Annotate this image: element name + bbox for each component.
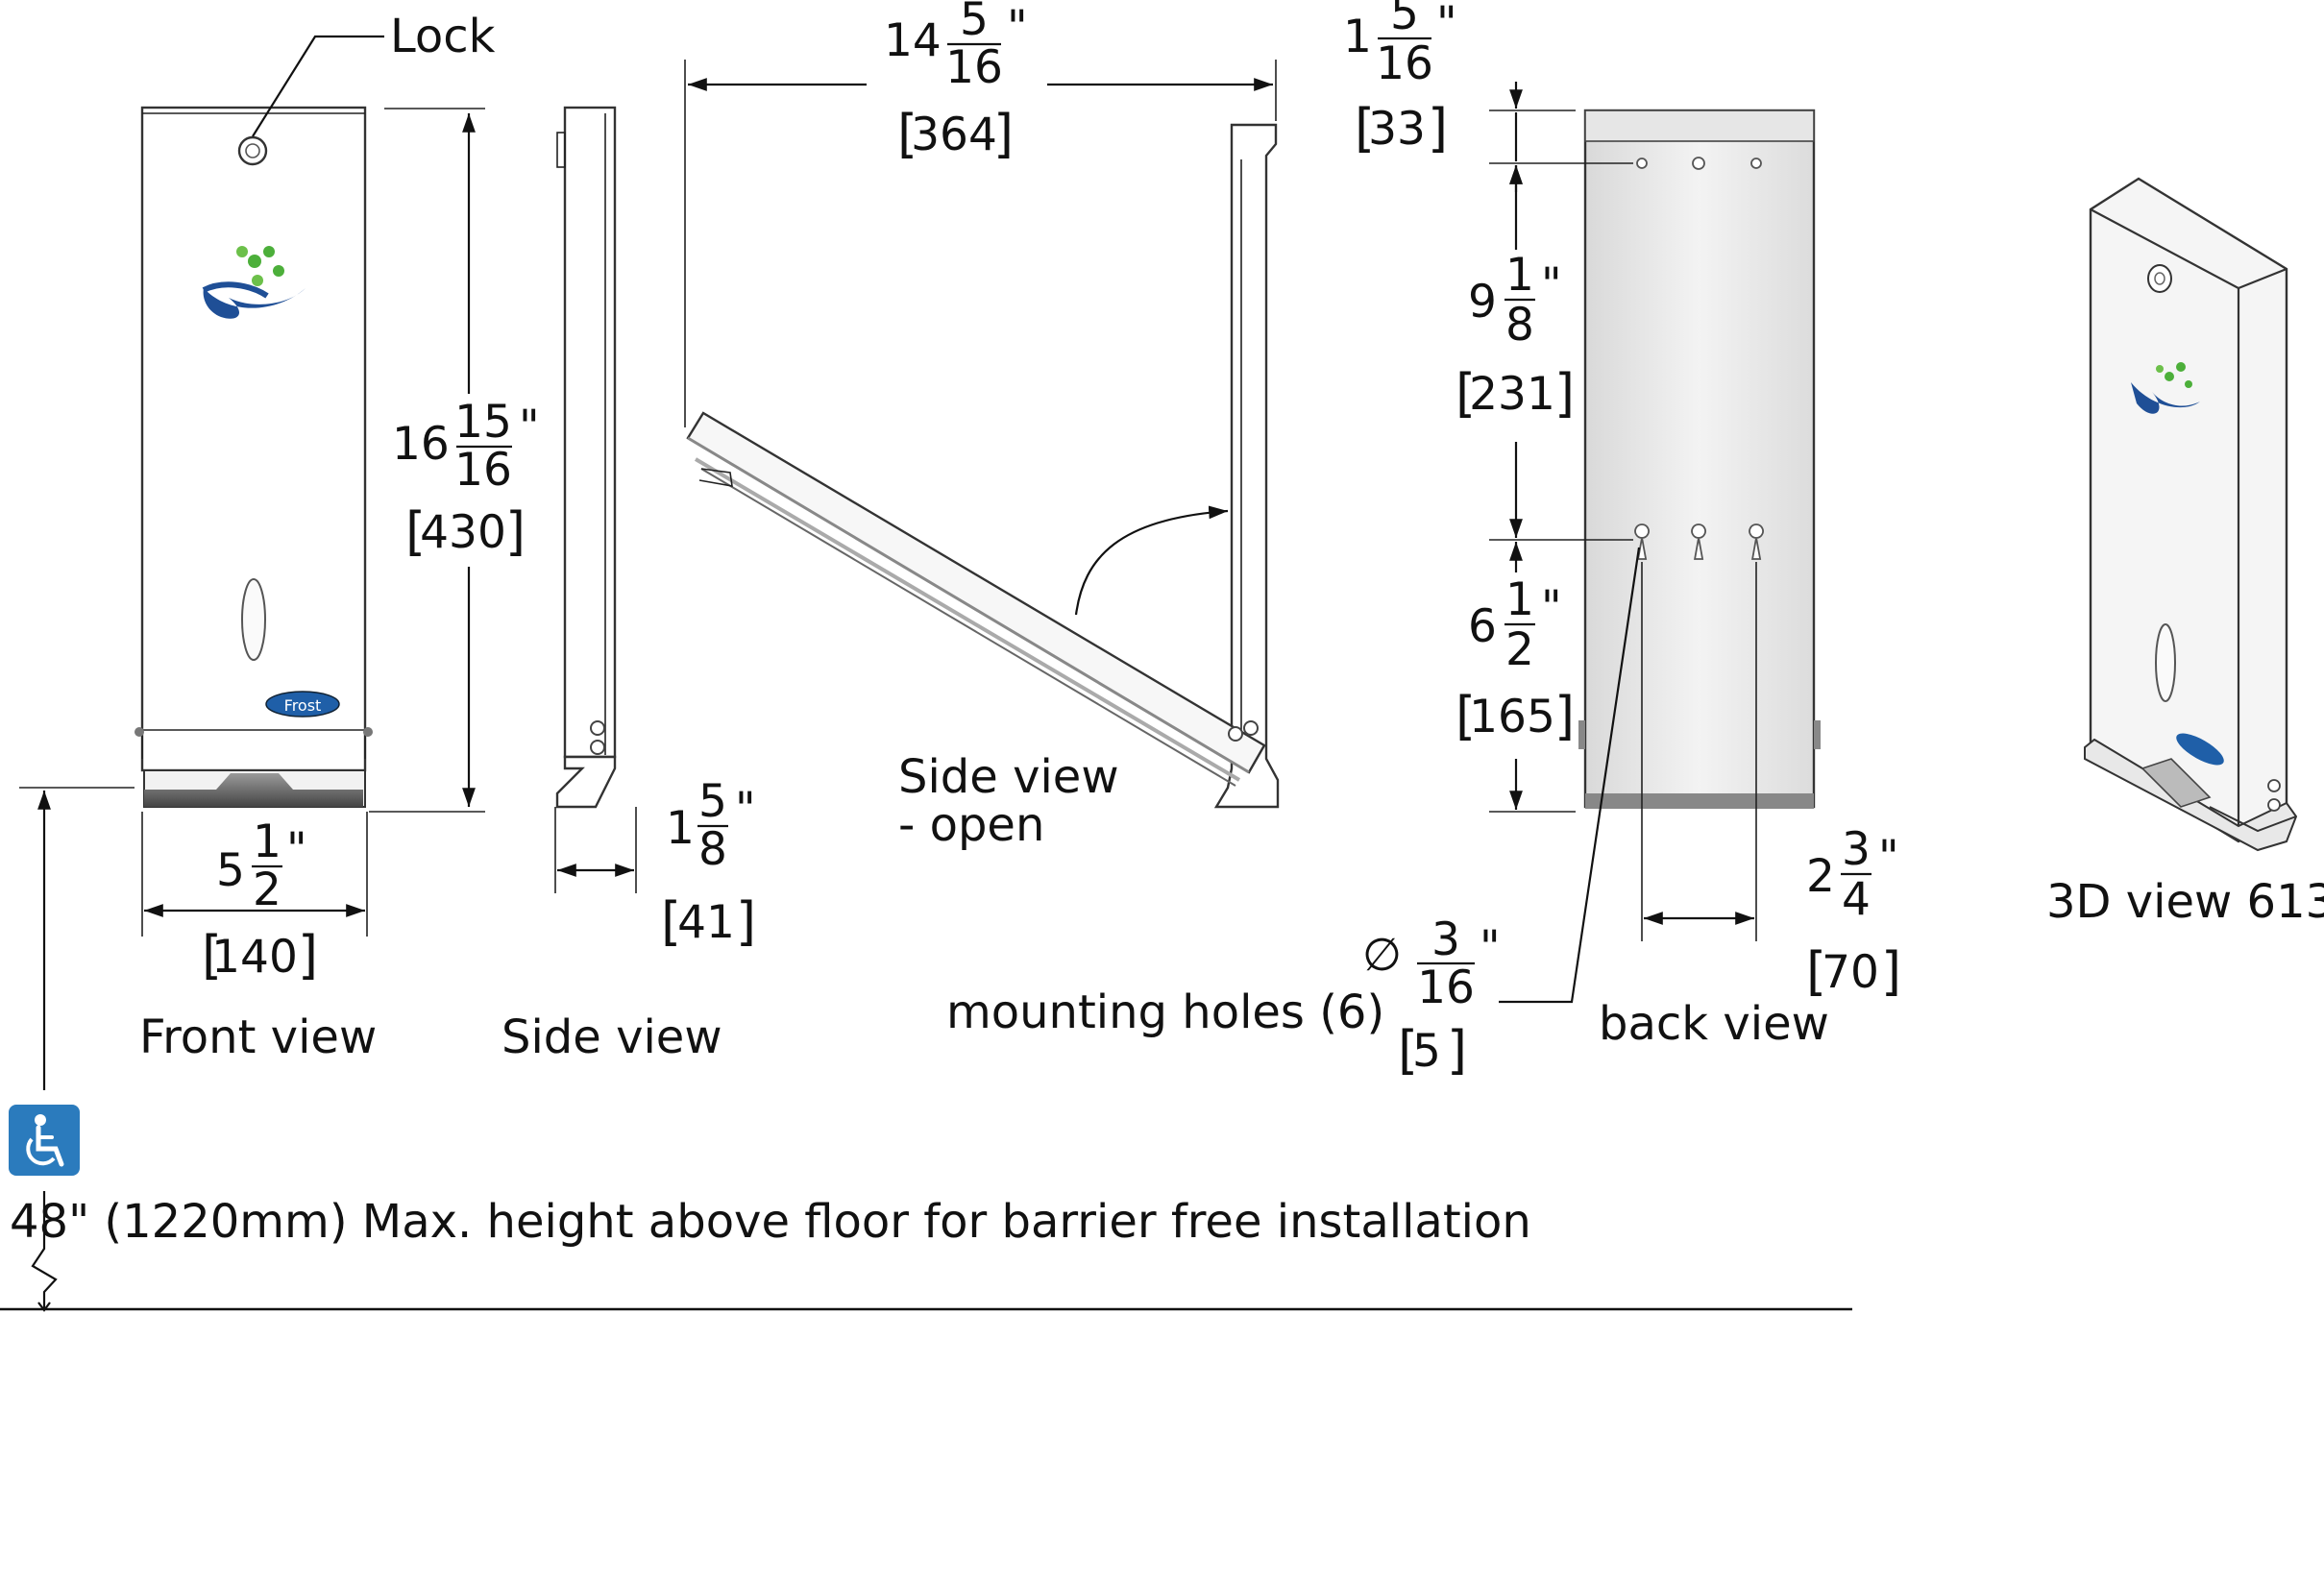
hole-to-bottom-numerator: 1 [1505, 573, 1534, 626]
svg-text:[: [ [202, 925, 222, 986]
svg-text:]: ] [1554, 686, 1575, 746]
svg-text:[: [ [1456, 686, 1476, 746]
height-numerator: 15 [454, 396, 512, 449]
depth-mm: 41 [677, 896, 735, 949]
top-offset-mm: 33 [1368, 103, 1426, 156]
open-reach-whole: 14 [884, 14, 942, 67]
height-mm: 430 [420, 506, 506, 559]
brand-badge [265, 691, 340, 718]
lock-icon [237, 135, 268, 166]
brand-badge-text: Frost [284, 696, 322, 715]
back-vertical-dimensions [1489, 82, 1633, 813]
three-d-logo-icon [2131, 362, 2200, 414]
hole-spacing-upper-denominator: 8 [1505, 299, 1534, 352]
svg-text:]: ] [1881, 941, 1901, 1002]
open-reach-denominator: 16 [945, 41, 1003, 94]
hole-spacing-horizontal-denominator: 4 [1842, 873, 1871, 926]
width-denominator: 2 [253, 864, 281, 916]
mounting-holes-callout: ∅ 3 16 " [ 5 ] mounting holes (6) [946, 547, 1641, 1081]
svg-text:]: ] [1554, 363, 1575, 424]
hole-spacing-horizontal-mm: 70 [1822, 946, 1879, 999]
depth-denominator: 8 [698, 823, 727, 876]
three-d-view [2084, 177, 2298, 852]
svg-text:[: [ [1398, 1020, 1418, 1081]
hole-spacing-horizontal-dimension: 2 3 4 " [ 70 ] [1641, 562, 1901, 1002]
brand-logo-icon [202, 246, 306, 319]
svg-text:[: [ [661, 891, 681, 952]
width-whole: 5 [216, 844, 245, 897]
width-numerator: 1 [253, 815, 281, 868]
front-view-label: Front view [139, 1010, 377, 1064]
hole-to-bottom-whole: 6 [1468, 600, 1497, 653]
depth-unit: " [735, 783, 756, 836]
hole-diameter-denominator: 16 [1417, 961, 1475, 1014]
depth-numerator: 5 [698, 775, 727, 828]
svg-text:[: [ [1355, 98, 1375, 158]
hole-spacing-upper-unit: " [1541, 258, 1562, 311]
hole-spacing-horizontal-whole: 2 [1806, 850, 1835, 903]
width-dimension: 5 1 2 " [ 140 ] [141, 812, 368, 986]
wheelchair-icon [9, 1105, 80, 1176]
open-reach-dimension: 14 5 16 " [ 364 ] [684, 0, 1277, 427]
side-view-label: Side view [501, 1010, 722, 1064]
hole-to-bottom-mm: 165 [1469, 691, 1555, 743]
hole-diameter-mm: 5 [1412, 1025, 1441, 1078]
back-view-label: back view [1599, 997, 1829, 1051]
hole-spacing-upper-dimension: 9 1 8 " [ 231 ] [1456, 249, 1575, 424]
side-view [555, 106, 617, 809]
svg-text:]: ] [298, 925, 318, 986]
hole-diameter-unit: " [1480, 921, 1501, 974]
top-offset-denominator: 16 [1376, 37, 1433, 90]
svg-text:]: ] [1447, 1020, 1467, 1081]
mounting-holes-label: mounting holes (6) [946, 986, 1384, 1039]
height-whole: 16 [392, 418, 450, 471]
height-dimension: 16 15 16 " [ 430 ] [369, 108, 540, 813]
svg-text:[: [ [405, 501, 426, 562]
lock-label: Lock [390, 10, 496, 63]
svg-text:]: ] [505, 501, 526, 562]
barrier-free-dimension: 48" (1220mm) Max. height above floor for… [0, 787, 1852, 1312]
open-reach-mm: 364 [911, 109, 997, 161]
svg-text:[: [ [1456, 363, 1476, 424]
svg-text:[: [ [1806, 941, 1826, 1002]
top-offset-dimension: 1 5 16 " [ 33 ] [1343, 0, 1457, 158]
front-view: Frost [135, 106, 373, 808]
side-view-open-label-1: Side view [898, 750, 1119, 804]
svg-text:[: [ [897, 104, 917, 164]
top-offset-whole: 1 [1343, 11, 1372, 63]
open-reach-numerator: 5 [960, 0, 989, 46]
side-view-open [686, 123, 1280, 809]
svg-text:]: ] [1428, 98, 1448, 158]
hole-to-bottom-dimension: 6 1 2 " [ 165 ] [1456, 573, 1575, 746]
open-reach-unit: " [1007, 1, 1028, 54]
height-denominator: 16 [454, 444, 512, 497]
barrier-free-note: 48" (1220mm) Max. height above floor for… [10, 1195, 1531, 1249]
three-d-view-label: 3D view 613 [2046, 875, 2324, 929]
keyhole-holes [1634, 523, 1764, 560]
lock-callout: Lock [252, 10, 496, 137]
svg-text:]: ] [993, 104, 1014, 164]
hole-spacing-upper-mm: 231 [1469, 368, 1555, 421]
top-offset-numerator: 5 [1390, 0, 1419, 40]
depth-whole: 1 [666, 802, 695, 855]
front-view-body [140, 106, 367, 772]
side-view-open-label-2: - open [898, 798, 1044, 852]
width-mm: 140 [211, 931, 298, 984]
hole-to-bottom-denominator: 2 [1505, 623, 1534, 676]
depth-dimension: 1 5 8 " [ 41 ] [554, 775, 756, 952]
hole-spacing-horizontal-unit: " [1878, 831, 1899, 884]
height-unit: " [519, 401, 540, 453]
hole-diameter-numerator: 3 [1431, 913, 1460, 966]
hole-diameter-symbol: ∅ [1362, 929, 1402, 982]
hole-to-bottom-unit: " [1541, 581, 1562, 634]
width-unit: " [286, 823, 307, 876]
top-offset-unit: " [1436, 0, 1457, 50]
hole-spacing-horizontal-numerator: 3 [1842, 823, 1871, 876]
hole-spacing-upper-whole: 9 [1468, 276, 1497, 329]
svg-text:]: ] [736, 891, 756, 952]
hole-spacing-upper-numerator: 1 [1505, 249, 1534, 302]
